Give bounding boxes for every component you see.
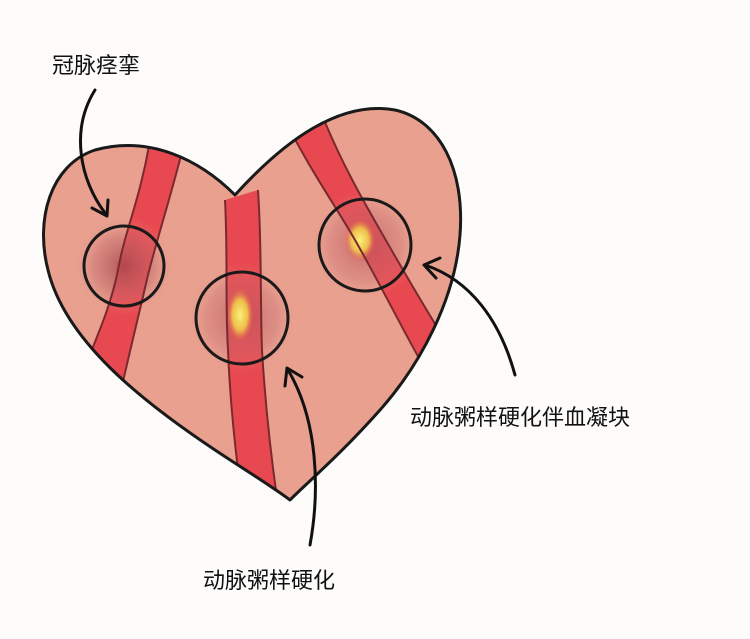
plaque-middle — [226, 287, 254, 343]
plaque-right — [344, 218, 376, 262]
spasm-circle — [82, 224, 166, 308]
atherosclerosis-circle — [194, 270, 290, 366]
label-atherosclerosis-with-clot: 动脉粥样硬化伴血凝块 — [410, 406, 630, 431]
arrow-clot-head — [422, 256, 442, 280]
arrow-spasm-head — [90, 198, 110, 218]
label-spasm: 冠脉痉挛 — [52, 54, 140, 79]
arrow-atherosclerosis-head — [283, 366, 304, 388]
heart — [41, 107, 463, 502]
arrow-atherosclerosis — [286, 368, 317, 547]
arrow-clot — [423, 263, 517, 377]
label-atherosclerosis: 动脉粥样硬化 — [203, 569, 335, 594]
arrow-spasm — [79, 88, 107, 215]
clot-circle — [317, 197, 413, 293]
